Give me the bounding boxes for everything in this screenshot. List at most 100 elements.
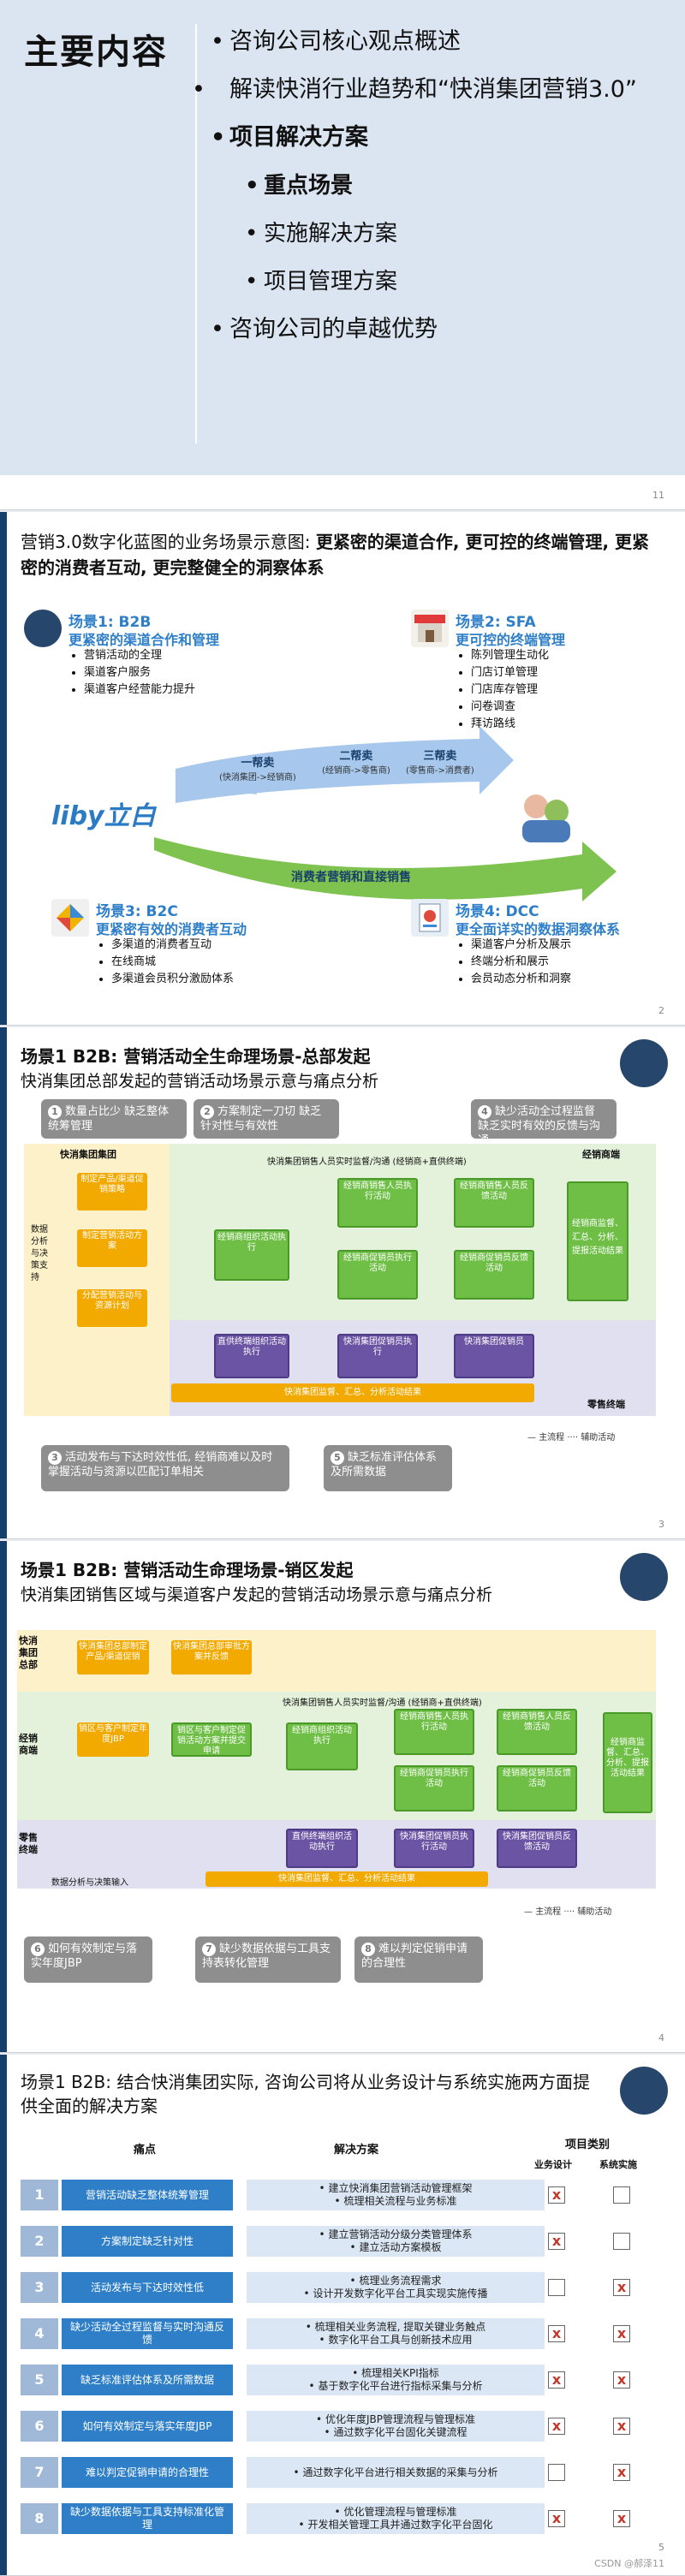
process-box: 快消集团促销员反馈活动 xyxy=(497,1829,577,1868)
watermark: CSDN @郝泽11 xyxy=(594,2558,664,2569)
accent-bar xyxy=(0,2055,7,2575)
header-biz: 业务设计 xyxy=(534,2159,572,2170)
arrow-label: 一帮卖 xyxy=(241,757,275,770)
scene-sub: 更紧密的渠道合作和管理 xyxy=(68,632,220,648)
note-text: 活动发布与下达时效性低, 经销商难以及时掌握活动与资源以匹配订单相关 xyxy=(48,1451,273,1478)
legend-aux: 辅助活动 xyxy=(581,1433,616,1443)
process-box: 经销商组织活动执行 xyxy=(286,1722,358,1770)
agenda-item: •项目解决方案 xyxy=(211,122,656,154)
slide-hq-process: 场景1 B2B: 营销活动全生命理场景-总部发起 快消集团总部发起的营销活动场景… xyxy=(0,1027,685,1539)
solution-text: 基于数字化平台进行指标采集与分析 xyxy=(318,2380,483,2392)
bullet-icon: • xyxy=(245,173,259,199)
solution-text: 设计开发数字化平台工具实现实施传播 xyxy=(313,2287,488,2299)
row-number: 1 xyxy=(21,2180,58,2210)
solution-line: • 通过数字化平台进行相关数据的采集与分析 xyxy=(293,2466,498,2478)
biz-checkbox[interactable]: x xyxy=(548,2325,565,2342)
row-pain: 缺少数据依据与工具支持标准化管理 xyxy=(62,2503,233,2534)
legend-aux: 辅助活动 xyxy=(577,1907,612,1917)
header-sys: 系统实施 xyxy=(599,2159,637,2170)
page-number: 3 xyxy=(658,1519,664,1530)
note-number: 1 xyxy=(48,1105,62,1119)
scene-head: 场景3: B2C xyxy=(96,903,178,920)
row-number: 2 xyxy=(21,2226,58,2257)
note-text: 如何有效制定与落实年度JBP xyxy=(31,1942,138,1970)
row-solution: • 梳理相关业务流程, 提取关键业务触点• 数字化平台工具与创新技术应用 xyxy=(247,2318,545,2349)
process-box: 经销商销售人员执行活动 xyxy=(394,1709,474,1755)
arrow-sublabel: (经销商->零售商) xyxy=(322,766,390,776)
scene-head: 场景2: SFA xyxy=(456,614,536,631)
scene-sub: 更全面详实的数据洞察体系 xyxy=(456,921,621,937)
process-box: 直供终端组织活动执行 xyxy=(214,1334,289,1378)
row-solution: • 梳理相关KPI指标• 基于数字化平台进行指标采集与分析 xyxy=(247,2365,545,2395)
row-pain: 如何有效制定与落实年度JBP xyxy=(62,2411,233,2442)
process-box: 快消集团促销员 xyxy=(454,1334,534,1378)
solution-text: 数字化平台工具与创新技术应用 xyxy=(328,2334,473,2346)
bullet-icon: • xyxy=(211,316,224,342)
solution-text: 梳理业务流程需求 xyxy=(359,2275,442,2287)
side-label: 数据分析与决策支持 xyxy=(31,1225,48,1282)
biz-checkbox[interactable]: x xyxy=(548,2371,565,2389)
slide-region-process: 场景1 B2B: 营销活动生命理场景-销区发起 快消集团销售区域与渠道客户发起的… xyxy=(0,1541,685,2053)
solution-line: • 梳理相关KPI指标 xyxy=(352,2367,439,2379)
steam-logo-icon xyxy=(620,1039,668,1087)
scene-items: 营销活动的全理 渠道客户服务 渠道客户经营能力提升 xyxy=(72,647,195,699)
scene-item: 在线商城 xyxy=(111,954,234,971)
cube-icon xyxy=(51,899,89,937)
biz-checkbox[interactable]: x xyxy=(548,2418,565,2435)
sys-checkbox[interactable] xyxy=(613,2233,630,2250)
scene-item: 会员动态分析和洞察 xyxy=(471,971,571,988)
person-icon xyxy=(524,794,548,818)
solution-line: • 设计开发数字化平台工具实现实施传播 xyxy=(303,2287,488,2299)
page-number: 2 xyxy=(658,1005,664,1016)
solution-text: 建立活动方案模板 xyxy=(359,2241,442,2253)
header-pain: 痛点 xyxy=(134,2144,157,2157)
solution-line: • 通过数字化平台固化关键流程 xyxy=(324,2426,468,2438)
agenda-item-text: 咨询公司的卓越优势 xyxy=(229,316,438,342)
process-box: 快消集团促销员执行 xyxy=(337,1334,418,1378)
solution-line: • 优化年度JBP管理流程与管理标准 xyxy=(316,2413,475,2425)
biz-checkbox[interactable]: x xyxy=(548,2186,565,2204)
scene-item: 渠道客户服务 xyxy=(84,664,195,681)
sys-checkbox[interactable] xyxy=(613,2186,630,2204)
dealer-lane-label: 经销商端 xyxy=(19,1733,38,1756)
sys-checkbox[interactable]: x xyxy=(613,2418,630,2435)
sys-checkbox[interactable]: x xyxy=(613,2371,630,2389)
row-number: 8 xyxy=(21,2503,58,2534)
slide-subtitle: 快消集团总部发起的营销活动场景示意与痛点分析 xyxy=(21,1072,379,1091)
agenda-subitem: •实施解决方案 xyxy=(245,217,656,250)
store-icon xyxy=(411,610,449,647)
page-number: 5 xyxy=(658,2542,664,2553)
scene-item: 终端分析和展示 xyxy=(471,954,571,971)
bullet-icon: • xyxy=(245,221,259,247)
person-icon xyxy=(545,800,569,824)
bullet-icon: • xyxy=(211,28,224,55)
sys-checkbox[interactable]: x xyxy=(613,2510,630,2527)
biz-checkbox[interactable]: x xyxy=(548,2233,565,2250)
note-number: 3 xyxy=(48,1451,62,1465)
biz-checkbox[interactable]: x xyxy=(548,2510,565,2527)
sys-checkbox[interactable]: x xyxy=(613,2325,630,2342)
biz-checkbox[interactable] xyxy=(548,2279,565,2296)
sys-checkbox[interactable]: x xyxy=(613,2464,630,2481)
steam-logo-icon xyxy=(620,2067,668,2115)
summary-bar: 快消集团监督、汇总、分析活动结果 xyxy=(171,1383,534,1402)
scene-items: 渠道客户分析及展示 终端分析和展示 会员动态分析和洞察 xyxy=(459,937,571,988)
agenda-item-text: 咨询公司核心观点概述 xyxy=(229,28,461,55)
slide-title: 场景1 B2B: 营销活动全生命理场景-总部发起 xyxy=(21,1046,371,1067)
sys-checkbox[interactable]: x xyxy=(613,2279,630,2296)
process-box: 销区与客户制定年度JBP xyxy=(77,1722,149,1757)
row-number: 6 xyxy=(21,2411,58,2442)
solution-line: • 建立活动方案模板 xyxy=(349,2241,442,2253)
biz-checkbox[interactable] xyxy=(548,2464,565,2481)
note-number: 8 xyxy=(361,1942,375,1956)
legend-main: 主流程 xyxy=(535,1907,562,1917)
